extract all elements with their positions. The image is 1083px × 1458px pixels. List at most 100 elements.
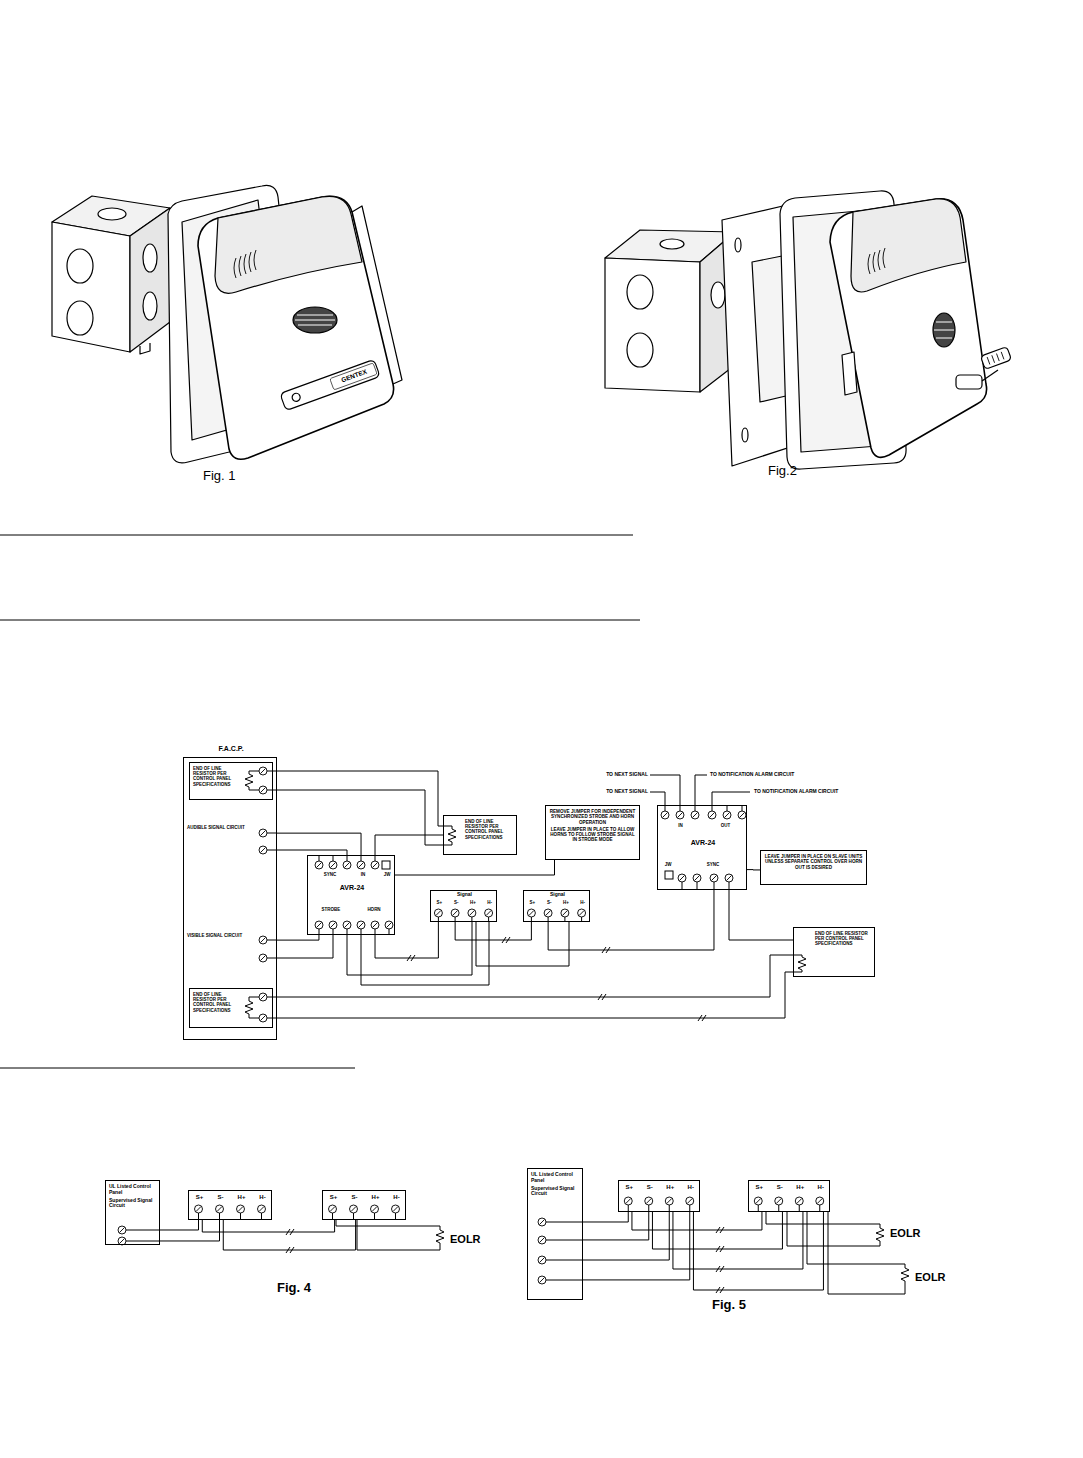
grill-slots [934,322,954,338]
figure-label: Fig. 1 [203,469,253,484]
wire-connector [583,1212,669,1260]
divider-rule [0,1068,355,1069]
wire-connector [673,1212,803,1269]
terminal-screw [392,1205,400,1213]
device-body [198,196,394,459]
wire [267,972,793,1018]
resistor-box: END OF LINE RESISTOR PER CONTROL PANEL S… [443,815,517,855]
knockout [98,208,126,220]
node-text: S- [448,900,465,905]
terminal-screw [624,1197,632,1205]
terminal-strip: S+S-H+H- [188,1190,272,1220]
terminal-screw [329,861,337,869]
mounting-ear [140,343,150,354]
resistor-label: EOLR [450,1233,490,1246]
signal-box: SignalS+S-H+H- [430,890,497,922]
node-text: END OF LINE RESISTOR PER CONTROL PANEL S… [465,819,513,840]
node-text: S- [541,900,558,905]
resistor-symbol [245,771,259,790]
terminal-screw [195,1205,203,1213]
node-text: H+ [558,900,575,905]
resistor-box: END OF LINE RESISTOR PER CONTROL PANEL S… [189,762,273,800]
resistor-symbol [807,1212,909,1294]
terminal-screw [357,861,365,869]
junction-box [605,258,700,392]
node-text: JW [661,862,675,867]
wire [267,790,443,845]
wiring [126,771,909,1294]
node-text: H+ [465,900,482,905]
terminal-screw [434,909,442,917]
wire-connector [693,1212,823,1290]
resistor-symbol [443,826,456,845]
wire-connector [277,935,319,940]
node-text: SYNC [312,872,348,877]
wire [267,833,277,834]
control-panel: UL Listed Control PanelSupervised Signal… [527,1168,583,1300]
wire [712,792,750,811]
wire-connector [455,922,531,940]
terminal-screw [725,874,733,882]
node-text: H+ [660,1184,681,1191]
node-text: S+ [189,1194,210,1201]
terminal-screw [678,874,686,882]
device-edge [352,206,402,384]
louvres [868,248,885,274]
terminal-screw [738,811,746,819]
node-text: F.A.C.P. [184,745,278,753]
node-text: IN [658,823,703,828]
node-text: H- [574,900,591,905]
node-text: Signal [524,892,591,898]
strobe-hood [215,196,362,293]
control-panel: UL Listed Control PanelSupervised Signal… [105,1180,160,1245]
break-mark [286,937,724,1293]
node-text: S+ [323,1194,344,1201]
wire [126,1230,160,1241]
lens-bar [280,359,380,410]
lens [980,347,1011,370]
circuit-label: AUDIBLE SIGNAL CIRCUIT [187,825,251,830]
terminal-strip: S+S-H+H- [618,1180,700,1212]
figure-label: Fig. 5 [712,1298,772,1313]
lens-holder [956,375,982,389]
terminal-strip: S+S-H+H- [748,1180,830,1212]
node-text: END OF LINE RESISTOR PER CONTROL PANEL S… [815,931,871,947]
strobe-hood [851,199,966,292]
knockout [627,275,653,309]
divider-rules [0,535,640,1068]
wire-connector [652,1212,782,1249]
node-text: H+ [231,1194,252,1201]
resistor-label: EOLR [915,1271,955,1284]
lens [980,347,1011,370]
node-text: SYNC [688,862,738,867]
wire-connector [747,869,760,870]
terminal-screw [343,861,351,869]
terminal-screw [538,1236,546,1244]
knockout [67,249,93,283]
node-text: END OF LINE RESISTOR PER CONTROL PANEL S… [193,766,241,787]
terminal-screw [259,993,267,1001]
node-text: H- [811,1184,832,1191]
node-text: H+ [365,1194,386,1201]
terminal-screw [259,829,267,837]
terminal-screw [645,1197,653,1205]
wire [267,955,793,997]
terminal-screw [329,921,337,929]
terminal-screw [216,1205,224,1213]
figure-2-illustration [605,191,1012,469]
device-body [830,199,987,457]
lens-ribs [987,352,1004,365]
lens-bar [280,359,380,410]
module-box: AVR-24INOUTJWSYNC [657,805,747,890]
wire-connector [277,833,361,855]
module-box: AVR-24SYNCINJWSTROBEHORN [307,855,395,935]
louvres [234,250,256,278]
wire-connector [223,1220,355,1250]
node-text: LEAVE JUMPER IN PLACE ON SLAVE UNITS UNL… [764,854,863,870]
node-text: LEAVE JUMPER IN PLACE TO ALLOW HORNS TO … [549,827,636,843]
terminal-screw [538,1276,546,1284]
terminal-screw [315,861,323,869]
node-text: JW [380,872,394,877]
wire-connector [729,890,793,940]
node-text: Signal [431,892,498,898]
